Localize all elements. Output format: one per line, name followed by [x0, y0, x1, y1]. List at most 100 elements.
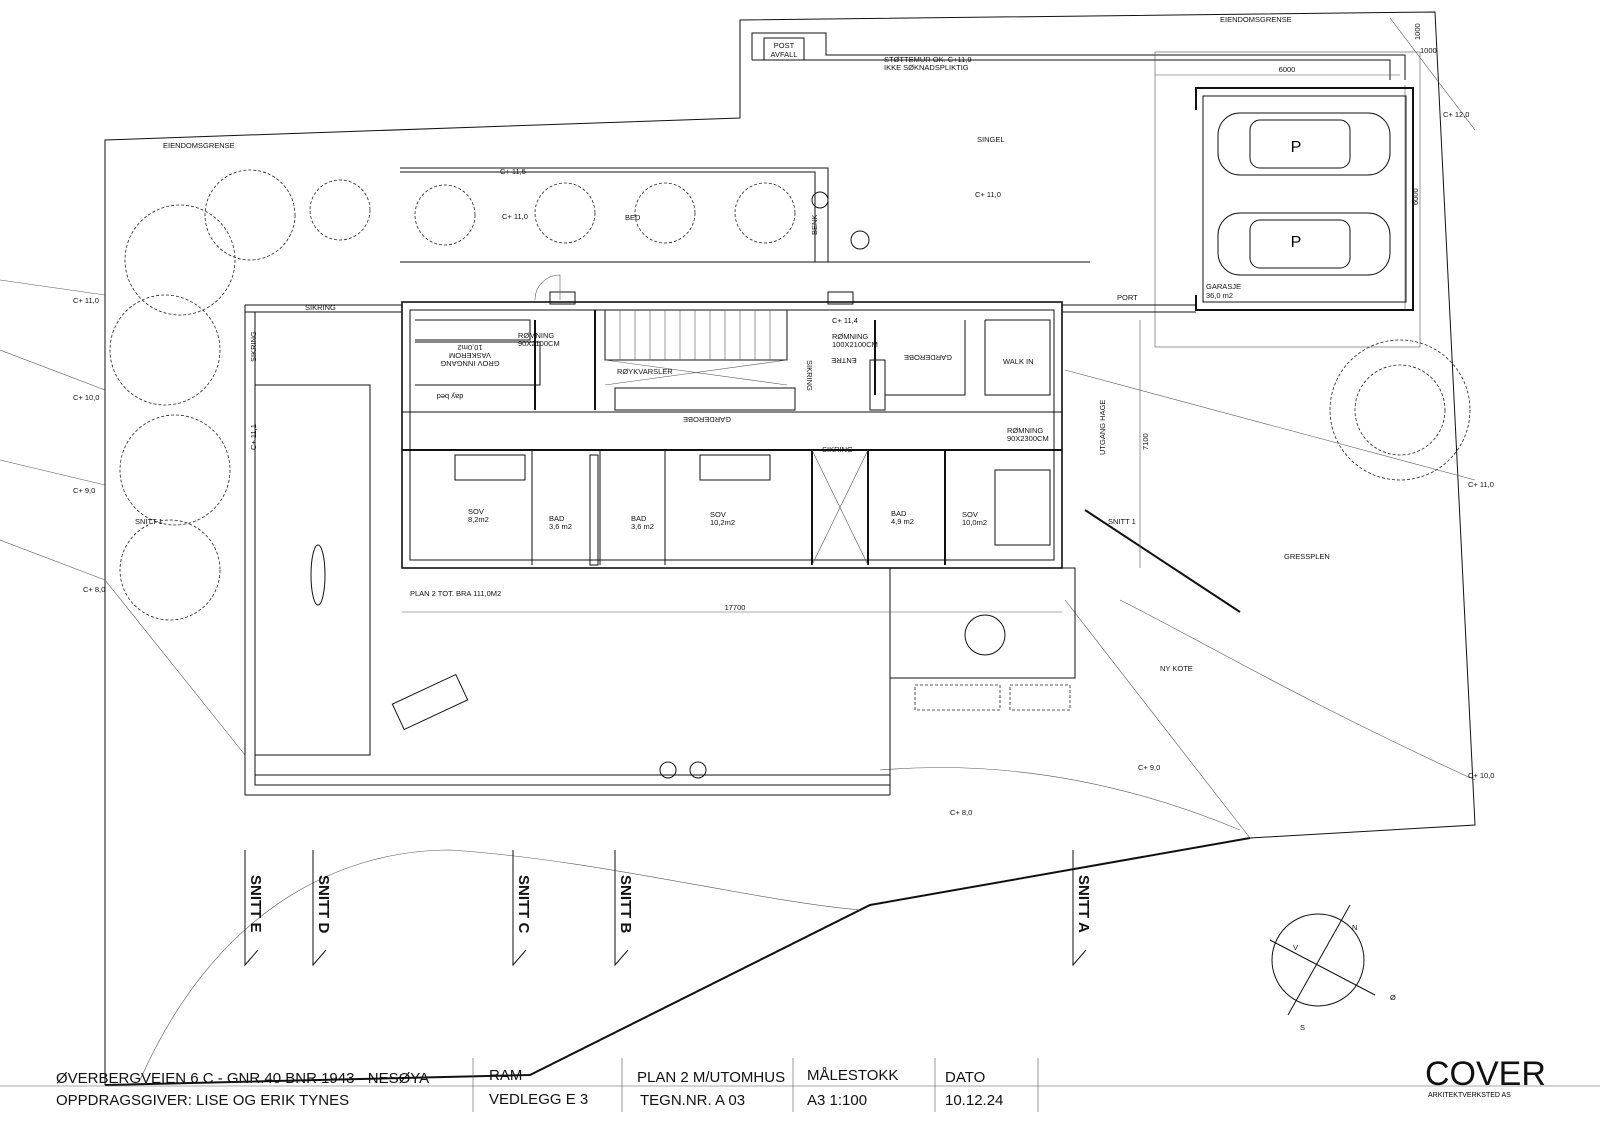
svg-text:N: N	[1352, 923, 1357, 932]
address: ØVERBERGVEIEN 6 C - GNR.40 BNR 1943 - NE…	[56, 1070, 429, 1087]
drawing-number: TEGN.NR. A 03	[640, 1092, 745, 1109]
sikring-stair-label: SIKRING	[805, 360, 814, 391]
scale: A3 1:100	[807, 1092, 867, 1109]
logo-subtitle: ARKITEKTVERKSTED AS	[1428, 1092, 1511, 1099]
dim-17700: 17700	[725, 603, 746, 612]
vaskerom-label: VASKEROM	[449, 351, 491, 360]
post-label: POST	[774, 41, 795, 50]
garderobe-1-label: GARDEROBE	[683, 415, 731, 424]
snitt-1-left: SNITT 1	[135, 517, 163, 526]
sikring-label-left: SIKRING	[249, 331, 258, 362]
shrub-row	[309, 179, 796, 246]
dim-6000-h: 6000	[1279, 65, 1296, 74]
ram-label: RAM	[489, 1067, 522, 1084]
level-mark: C+ 10,0	[73, 393, 99, 402]
romning-3-size: 90X2300CM	[1007, 434, 1049, 443]
boundary-label-top: EIENDOMSGRENSE	[1220, 15, 1292, 24]
level-mark: C+ 11,4	[832, 316, 858, 325]
level-mark: C+ 9,0	[1138, 763, 1160, 772]
dim-1000-h: 1000	[1420, 46, 1437, 55]
logo: COVER	[1425, 1055, 1546, 1093]
svg-text:S: S	[1300, 1023, 1305, 1032]
avfall-label: AVFALL	[771, 50, 798, 59]
ny-kote-label: NY KOTE	[1160, 664, 1193, 673]
sov-3-area: 10,0m2	[962, 518, 987, 527]
stair	[604, 309, 788, 361]
utgang-hage-label: UTGANG HAGE	[1098, 400, 1107, 455]
title-block: ØVERBERGVEIEN 6 C - GNR.40 BNR 1943 - NE…	[0, 1055, 1600, 1112]
gressplen-label: GRESSPLEN	[1284, 552, 1330, 561]
port-label: PORT	[1117, 293, 1138, 302]
entre-label: ENTRE	[831, 356, 856, 365]
romning-1-size: 90X2100CM	[518, 339, 560, 348]
romning-2-size: 100X2100CM	[832, 340, 878, 349]
property-boundary	[0, 11, 1476, 1086]
date: 10.12.24	[945, 1092, 1003, 1109]
plan-total-label: PLAN 2 TOT. BRA 111,0M2	[410, 589, 501, 598]
day-bed-label: day bed	[437, 392, 464, 401]
roykvarsler-label: RØYKVARSLER	[617, 367, 673, 376]
section-markers: SNITT E SNITT D SNITT C SNITT B SNITT A	[244, 850, 1092, 967]
level-mark: C+ 11,0	[73, 296, 99, 305]
plan-name: PLAN 2 M/UTOMHUS	[637, 1069, 785, 1086]
car-icon	[1217, 212, 1391, 276]
parking-label-1: P	[1291, 139, 1302, 156]
singel-label: SINGEL	[977, 135, 1005, 144]
parking-label-2: P	[1291, 234, 1302, 251]
garage-label: GARASJE	[1206, 282, 1241, 291]
romning-2-label: RØMNING	[832, 332, 868, 341]
level-mark: C+ 11,5	[500, 167, 526, 176]
bed-label: BED	[625, 213, 641, 222]
vaskerom-area: 10,0m2	[457, 343, 482, 352]
dim-6000-v: 6000	[1411, 188, 1420, 205]
level-marks: C+ 12,0 C+ 11,0 C+ 11,5 C+ 11,0 C+ 11,0 …	[73, 110, 1494, 817]
table-icon	[964, 614, 1006, 656]
level-mark: C+ 10,0	[1468, 771, 1494, 780]
bad-2-label: BAD	[631, 514, 647, 523]
svg-text:V: V	[1293, 943, 1298, 952]
north-arrow-icon: N S V Ø	[1269, 904, 1396, 1032]
bad-3-label: BAD	[891, 509, 907, 518]
section-c: SNITT C	[515, 875, 532, 933]
grovinngang-label: GROV INNGANG	[440, 359, 499, 368]
romning-1-label: RØMNING	[518, 331, 554, 340]
level-mark: C+ 8,0	[83, 585, 105, 594]
snitt-1-right: SNITT 1	[1108, 517, 1136, 526]
tree-right	[1329, 339, 1471, 481]
bad-2-area: 3,6 m2	[631, 522, 654, 531]
section-a: SNITT A	[1075, 875, 1092, 933]
garage-area: 36,0 m2	[1206, 291, 1233, 300]
garderobe-2-label: GARDEROBE	[904, 353, 952, 362]
retaining-wall-label: STØTTEMUR OK. C+11,9	[884, 55, 972, 64]
level-mark: C+ 12,0	[1443, 110, 1469, 119]
romning-3-label: RØMNING	[1007, 426, 1043, 435]
benk-label: BENK	[810, 215, 819, 235]
pool	[254, 384, 371, 756]
sikring-label-top: SIKRING	[305, 303, 336, 312]
house-plan	[401, 301, 1063, 569]
section-e: SNITT E	[247, 875, 264, 933]
sikring-hall-label: SIKRING	[822, 445, 853, 454]
trees-left	[109, 169, 296, 621]
scale-label: MÅLESTOKK	[807, 1067, 898, 1084]
level-mark: C+ 11,0	[1468, 480, 1494, 489]
garage: P P GARASJE 36,0 m2	[1195, 87, 1414, 311]
date-label: DATO	[945, 1069, 985, 1086]
dim-7100: 7100	[1141, 433, 1150, 450]
section-d: SNITT D	[315, 875, 332, 933]
level-mark: C+ 8,0	[950, 808, 972, 817]
dim-1000-v: 1000	[1413, 23, 1422, 40]
svg-text:Ø: Ø	[1390, 993, 1396, 1002]
post-box	[763, 37, 805, 61]
level-mark: C+ 11,1	[249, 424, 258, 450]
sov-2-label: SOV	[710, 510, 726, 519]
walk-in-label: WALK IN	[1003, 357, 1034, 366]
bad-1-area: 3,6 m2	[549, 522, 572, 531]
sov-3-label: SOV	[962, 510, 978, 519]
no-permit-label: IKKE SØKNADSPLIKTIG	[884, 63, 969, 72]
level-mark: C+ 9,0	[73, 486, 95, 495]
sov-2-area: 10,2m2	[710, 518, 735, 527]
bad-3-area: 4,9 m2	[891, 517, 914, 526]
section-b: SNITT B	[617, 875, 634, 933]
